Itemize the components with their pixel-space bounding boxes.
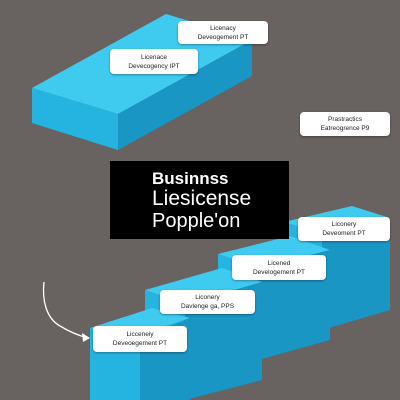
title-line-2: Liesicense — [152, 186, 252, 210]
label-2-line2: Devecogency IPT — [128, 62, 180, 70]
title-box: Businnss Liesicense Popple'on — [110, 161, 289, 239]
label-2: Licenace Devecogency IPT — [110, 49, 198, 74]
label-3-line1: Prastractics — [328, 116, 362, 123]
label-6: Liconery Davlenge ga, PPS — [160, 290, 255, 314]
upper-block-front — [32, 88, 118, 150]
label-5: Licened Develogement PT — [232, 255, 326, 280]
label-7-line2: Deveoegement PT — [112, 340, 168, 347]
label-5-line2: Develogement PT — [252, 268, 306, 276]
label-5-line1: Licened — [267, 259, 291, 267]
label-1-line1: Licenacy — [210, 24, 236, 32]
label-7-line1: Licceneiy — [126, 331, 154, 338]
label-3-line2: Eatreogrence P9 — [320, 125, 370, 132]
label-7: Licceneiy Deveoegement PT — [93, 326, 187, 352]
label-2-line1: Licenace — [140, 53, 168, 61]
label-4: Liconery Deveoment PT — [298, 217, 390, 241]
curved-arrow-icon — [42, 281, 90, 342]
label-4-line2: Deveoment PT — [322, 230, 366, 237]
stair-1-side — [322, 218, 390, 330]
label-4-line1: Liconery — [331, 221, 357, 228]
label-6-line1: Liconery — [195, 294, 220, 301]
title-line-3: Popple'on — [152, 209, 241, 232]
label-1-line2: Deveogement PT — [197, 33, 249, 41]
stair-block-4 — [90, 308, 190, 400]
upper-block-side — [118, 40, 252, 150]
label-6-line2: Davlenge ga, PPS — [180, 303, 235, 310]
label-1: Licenacy Deveogement PT — [178, 21, 268, 44]
title-line-1: Businnss — [152, 168, 229, 188]
label-3: Prastractics Eatreogrence P9 — [300, 112, 390, 136]
